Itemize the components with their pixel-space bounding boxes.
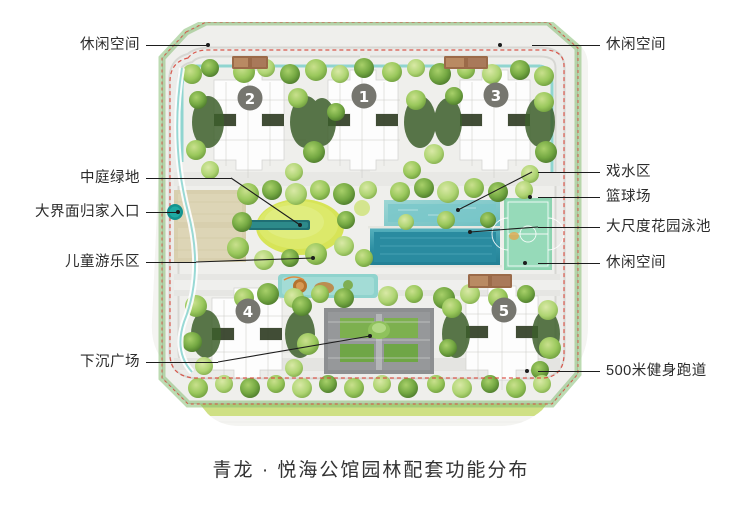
leisure-pavilion-graphic bbox=[232, 56, 512, 288]
badge-1: 1 bbox=[351, 83, 377, 109]
svg-text:5: 5 bbox=[499, 302, 509, 320]
leader-line-leisure-right bbox=[538, 263, 600, 264]
label-water-play-zone: 戏水区 bbox=[606, 164, 651, 180]
label-leisure-space-top-right: 休闲空间 bbox=[606, 37, 666, 53]
leader-line-sunken-plaza bbox=[146, 362, 218, 363]
building-block-3 bbox=[459, 69, 532, 178]
svg-text:3: 3 bbox=[491, 87, 501, 105]
badge-5: 5 bbox=[491, 297, 517, 323]
leader-line-basketball bbox=[538, 197, 600, 198]
svg-text:2: 2 bbox=[245, 90, 255, 108]
leader-line-running-track bbox=[538, 371, 600, 372]
page-caption: 青龙 · 悦海公馆园林配套功能分布 bbox=[212, 460, 530, 481]
label-basketball-court: 篮球场 bbox=[606, 189, 651, 205]
leader-line-courtyard-green bbox=[146, 178, 231, 179]
svg-text:4: 4 bbox=[243, 303, 253, 321]
label-children-play-area: 儿童游乐区 bbox=[65, 254, 140, 270]
sunken-plaza-graphic bbox=[324, 308, 434, 374]
perimeter-green-belt bbox=[158, 22, 582, 408]
svg-text:1: 1 bbox=[359, 88, 369, 106]
water-features bbox=[368, 200, 502, 268]
landscape-site-plan-image: 2 1 3 4 5 bbox=[148, 22, 592, 432]
leader-line-water-play bbox=[538, 172, 600, 173]
label-main-entrance: 大界面归家入口 bbox=[35, 204, 140, 220]
building-block-5 bbox=[465, 285, 540, 390]
leader-line-pool bbox=[538, 227, 600, 228]
badge-3: 3 bbox=[483, 82, 509, 108]
leader-line-main-entrance bbox=[146, 212, 178, 213]
site-plan-svg: 2 1 3 4 5 bbox=[151, 22, 588, 427]
label-sunken-plaza: 下沉广场 bbox=[80, 354, 140, 370]
building-number-badges: 2 1 3 4 5 bbox=[235, 82, 517, 324]
label-courtyard-green: 中庭绿地 bbox=[80, 170, 140, 186]
building-block-2 bbox=[213, 69, 306, 178]
children-play-graphic bbox=[278, 274, 378, 298]
label-leisure-space-top-left: 休闲空间 bbox=[80, 37, 140, 53]
label-garden-swimming-pool: 大尺度花园泳池 bbox=[606, 219, 711, 235]
badge-2: 2 bbox=[237, 85, 263, 111]
badge-4: 4 bbox=[235, 298, 261, 324]
leader-line-leisure-top-right bbox=[532, 45, 600, 46]
site-ground bbox=[162, 22, 578, 404]
leader-line-leisure-top-left bbox=[146, 45, 208, 46]
label-fitness-running-track: 500米健身跑道 bbox=[606, 363, 707, 379]
label-leisure-space-right: 休闲空间 bbox=[606, 255, 666, 271]
leader-line-children-play bbox=[146, 262, 196, 263]
